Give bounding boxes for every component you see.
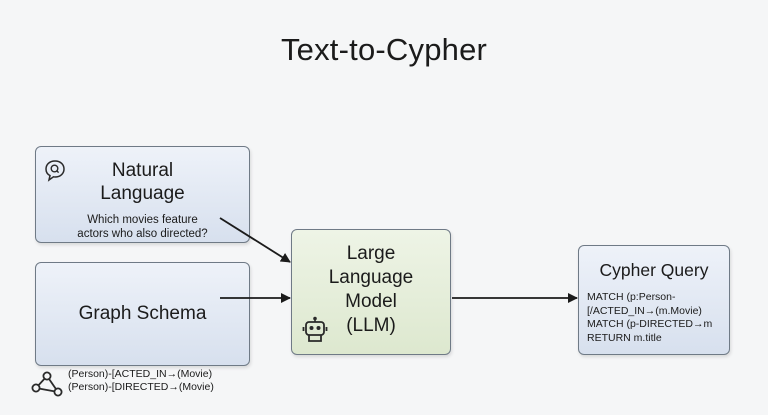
cypher-query-code: MATCH (p:Person- [/ACTED_IN→(m.Movie) MA… — [587, 291, 712, 345]
graph-schema-title: Graph Schema — [78, 303, 207, 324]
schema-pattern: (Person)-[DIRECTED→(Movie) — [68, 381, 214, 393]
code-line: [/ACTED_IN→(m.Movie) — [587, 304, 702, 317]
natural-language-box: Natural Language Which movies feature ac… — [35, 146, 250, 243]
graph-nodes-icon — [30, 370, 64, 403]
speech-bubble-icon — [44, 159, 66, 188]
code-line: RETURN m.title — [587, 331, 662, 344]
robot-icon — [302, 316, 328, 349]
arrow-nl-to-llm — [219, 217, 291, 263]
example-question: Which movies feature actors who also dir… — [77, 214, 208, 240]
natural-language-title: Natural Language — [100, 160, 185, 204]
cypher-query-box: Cypher Query MATCH (p:Person- [/ACTED_IN… — [578, 245, 730, 355]
llm-title: Large Language Model (LLM) — [328, 243, 414, 336]
schema-pattern: (Person)-[ACTED_IN→(Movie) — [68, 368, 213, 380]
cypher-query-title: Cypher Query — [599, 260, 709, 280]
code-line: MATCH (p-DIRECTED→m — [587, 318, 713, 330]
schema-patterns: (Person)-[ACTED_IN→(Movie) (Person)-[DIR… — [68, 368, 214, 394]
llm-box: Large Language Model (LLM) — [291, 229, 451, 355]
code-line: MATCH (p:Person- — [587, 291, 676, 303]
page-title: Text-to-Cypher — [280, 32, 488, 67]
graph-schema-box: Graph Schema — [35, 262, 250, 366]
